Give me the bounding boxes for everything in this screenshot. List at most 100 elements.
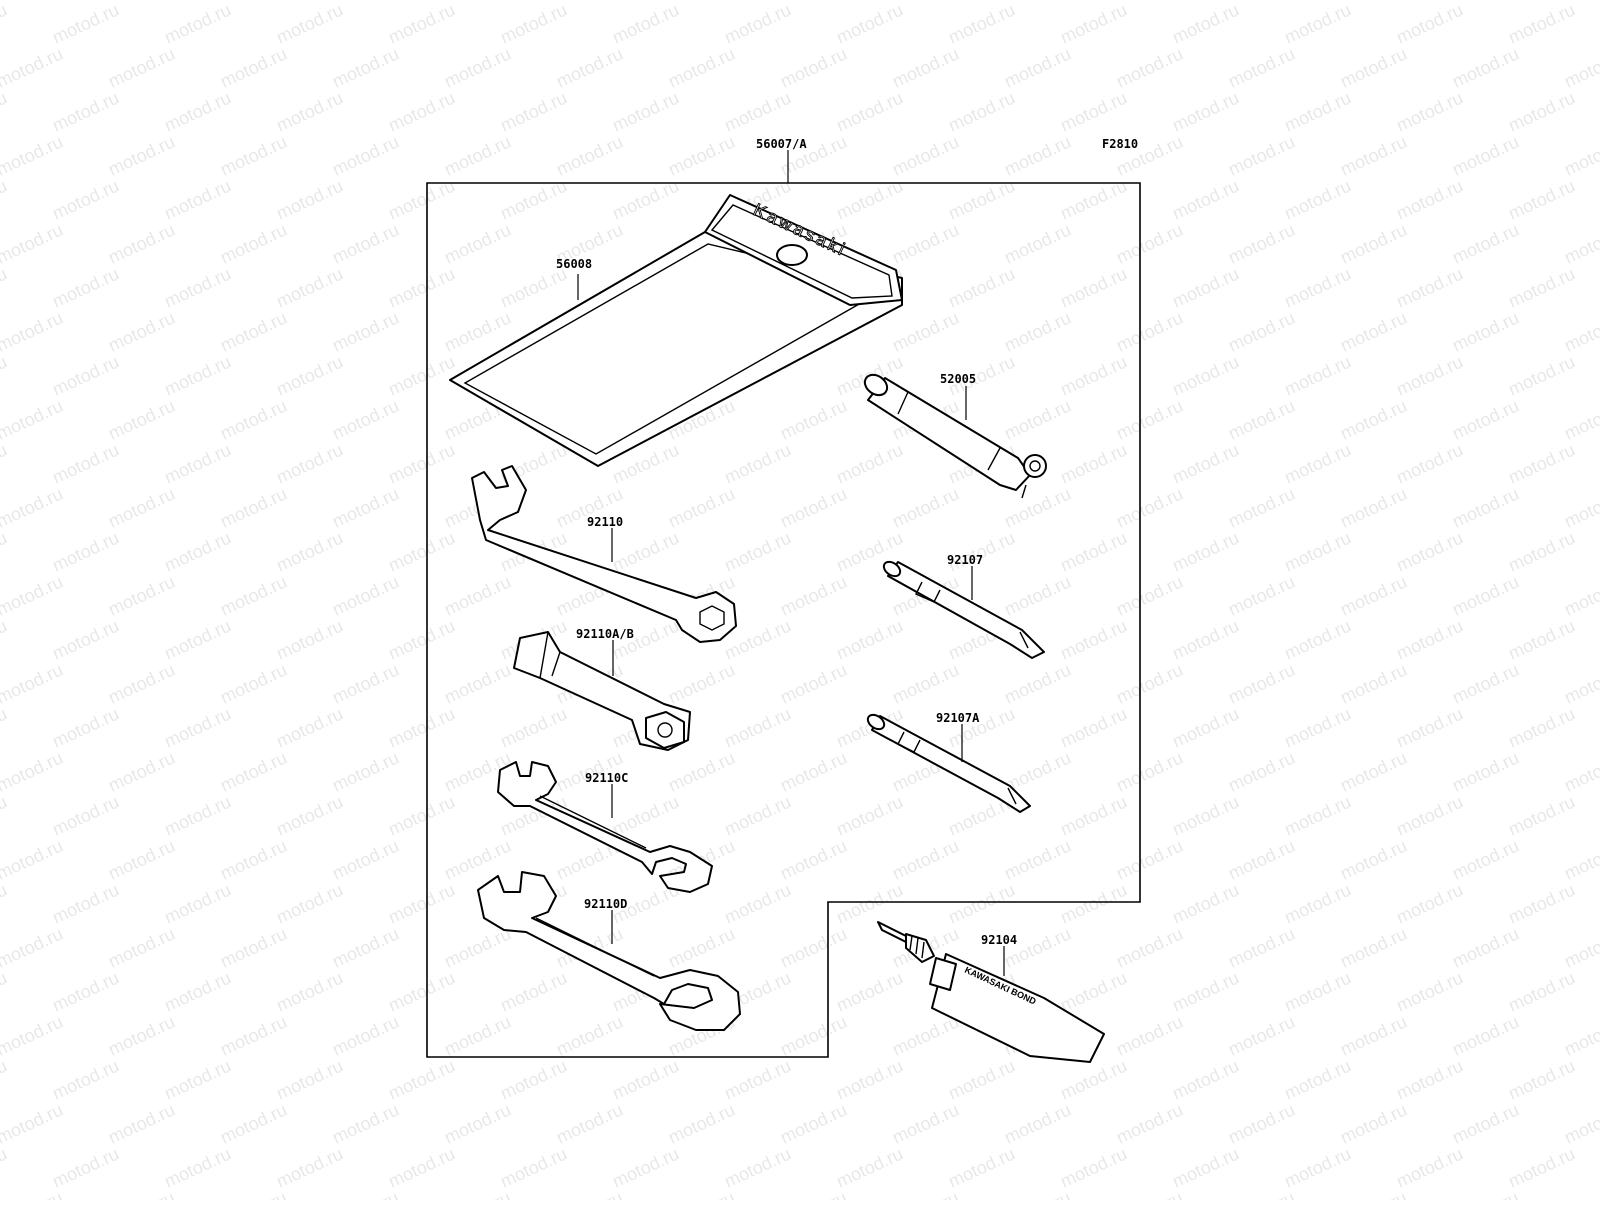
watermark-text: motod.ru (1225, 571, 1298, 619)
watermark-text: motod.ru (1561, 571, 1600, 619)
watermark-text: motod.ru (1393, 351, 1466, 399)
watermark-text: motod.ru (665, 923, 738, 971)
watermark-text: motod.ru (721, 1143, 794, 1191)
watermark-text: motod.ru (441, 131, 514, 179)
watermark-text: motod.ru (889, 43, 962, 91)
watermark-text: motod.ru (49, 87, 122, 135)
watermark-text: motod.ru (441, 659, 514, 707)
watermark-text: motod.ru (0, 879, 10, 927)
watermark-text: motod.ru (1169, 263, 1242, 311)
label-92107a: 92107A (936, 711, 980, 725)
watermark-text: motod.ru (609, 791, 682, 839)
small-open-wrench (497, 761, 713, 893)
watermark-text: motod.ru (1393, 0, 1466, 48)
watermark-text: motod.ru (721, 527, 794, 575)
watermark-text: motod.ru (217, 747, 290, 795)
watermark-text: motod.ru (273, 1143, 346, 1191)
watermark-text: motod.ru (0, 43, 66, 91)
watermark-text: motod.ru (1449, 395, 1522, 443)
watermark-text: motod.ru (161, 1055, 234, 1103)
watermark-text: motod.ru (1057, 0, 1130, 48)
label-92110ab: 92110A/B (576, 627, 634, 641)
label-56008: 56008 (556, 257, 592, 271)
watermark-text: motod.ru (553, 1011, 626, 1059)
watermark-text: motod.ru (0, 747, 66, 795)
watermark-text: motod.ru (889, 307, 962, 355)
watermark-text: motod.ru (1057, 1143, 1130, 1191)
watermark-text: motod.ru (1337, 43, 1410, 91)
watermark-text: motod.ru (385, 967, 458, 1015)
watermark-text: motod.ru (777, 0, 850, 4)
hook-wrench (471, 465, 737, 643)
watermark-text: motod.ru (1561, 43, 1600, 91)
watermark-text: motod.ru (329, 43, 402, 91)
watermark-text: motod.ru (1113, 219, 1186, 267)
watermark-text: motod.ru (217, 131, 290, 179)
watermark-text: motod.ru (1561, 923, 1600, 971)
watermark-text: motod.ru (497, 703, 570, 751)
watermark-text: motod.ru (1505, 879, 1578, 927)
watermark-text: motod.ru (1001, 131, 1074, 179)
watermark-text: motod.ru (385, 791, 458, 839)
watermark-text: motod.ru (889, 659, 962, 707)
watermark-text: motod.ru (385, 703, 458, 751)
watermark-text: motod.ru (1561, 835, 1600, 883)
watermark-text: motod.ru (329, 307, 402, 355)
watermark-text: motod.ru (889, 1011, 962, 1059)
watermark-text: motod.ru (497, 967, 570, 1015)
watermark-text: motod.ru (1113, 571, 1186, 619)
watermark-text: motod.ru (217, 219, 290, 267)
watermark-text: motod.ru (273, 879, 346, 927)
watermark-text: motod.ru (1449, 483, 1522, 531)
watermark-text: motod.ru (1169, 351, 1242, 399)
watermark-text: motod.ru (217, 1099, 290, 1147)
watermark-text: motod.ru (1337, 219, 1410, 267)
watermark-text: motod.ru (1113, 43, 1186, 91)
watermark-text: motod.ru (1393, 1143, 1466, 1191)
watermark-text: motod.ru (889, 219, 962, 267)
watermark-text: motod.ru (441, 923, 514, 971)
watermark-text: motod.ru (329, 483, 402, 531)
watermark-text: motod.ru (0, 571, 66, 619)
watermark-text: motod.ru (1337, 131, 1410, 179)
watermark-text: motod.ru (1281, 263, 1354, 311)
label-52005: 52005 (940, 372, 976, 386)
watermark-text: motod.ru (217, 923, 290, 971)
watermark-text: motod.ru (161, 1143, 234, 1191)
watermark-text: motod.ru (833, 967, 906, 1015)
watermark-text: motod.ru (105, 1187, 178, 1200)
watermark-text: motod.ru (1225, 43, 1298, 91)
watermark-text: motod.ru (1057, 263, 1130, 311)
watermark-text: motod.ru (1561, 1187, 1600, 1200)
watermark-text: motod.ru (1393, 791, 1466, 839)
watermark-text: motod.ru (385, 1143, 458, 1191)
watermark-text: motod.ru (1505, 791, 1578, 839)
watermark-text: motod.ru (385, 263, 458, 311)
watermark-text: motod.ru (1449, 219, 1522, 267)
watermark-text: motod.ru (1113, 923, 1186, 971)
watermark-text: motod.ru (0, 1187, 66, 1200)
watermark-text: motod.ru (441, 219, 514, 267)
watermark-text: motod.ru (0, 527, 10, 575)
watermark-text: motod.ru (441, 43, 514, 91)
watermark-text: motod.ru (1281, 351, 1354, 399)
watermark-text: motod.ru (49, 0, 122, 48)
watermark-text: motod.ru (1505, 175, 1578, 223)
watermark-text: motod.ru (1169, 879, 1242, 927)
watermark-text: motod.ru (105, 835, 178, 883)
watermark-text: motod.ru (1225, 659, 1298, 707)
watermark-text: motod.ru (1001, 43, 1074, 91)
watermark-text: motod.ru (1001, 219, 1074, 267)
watermark-text: motod.ru (1393, 1055, 1466, 1103)
watermark-text: motod.ru (161, 879, 234, 927)
watermark-text: motod.ru (1281, 791, 1354, 839)
watermark-text: motod.ru (945, 1143, 1018, 1191)
watermark-text: motod.ru (1113, 1187, 1186, 1200)
watermark-text: motod.ru (1449, 923, 1522, 971)
watermark-text: motod.ru (1449, 1187, 1522, 1200)
watermark-text: motod.ru (217, 571, 290, 619)
watermark-text: motod.ru (49, 615, 122, 663)
watermark-text: motod.ru (217, 0, 290, 4)
watermark-text: motod.ru (105, 923, 178, 971)
label-92110: 92110 (587, 515, 623, 529)
